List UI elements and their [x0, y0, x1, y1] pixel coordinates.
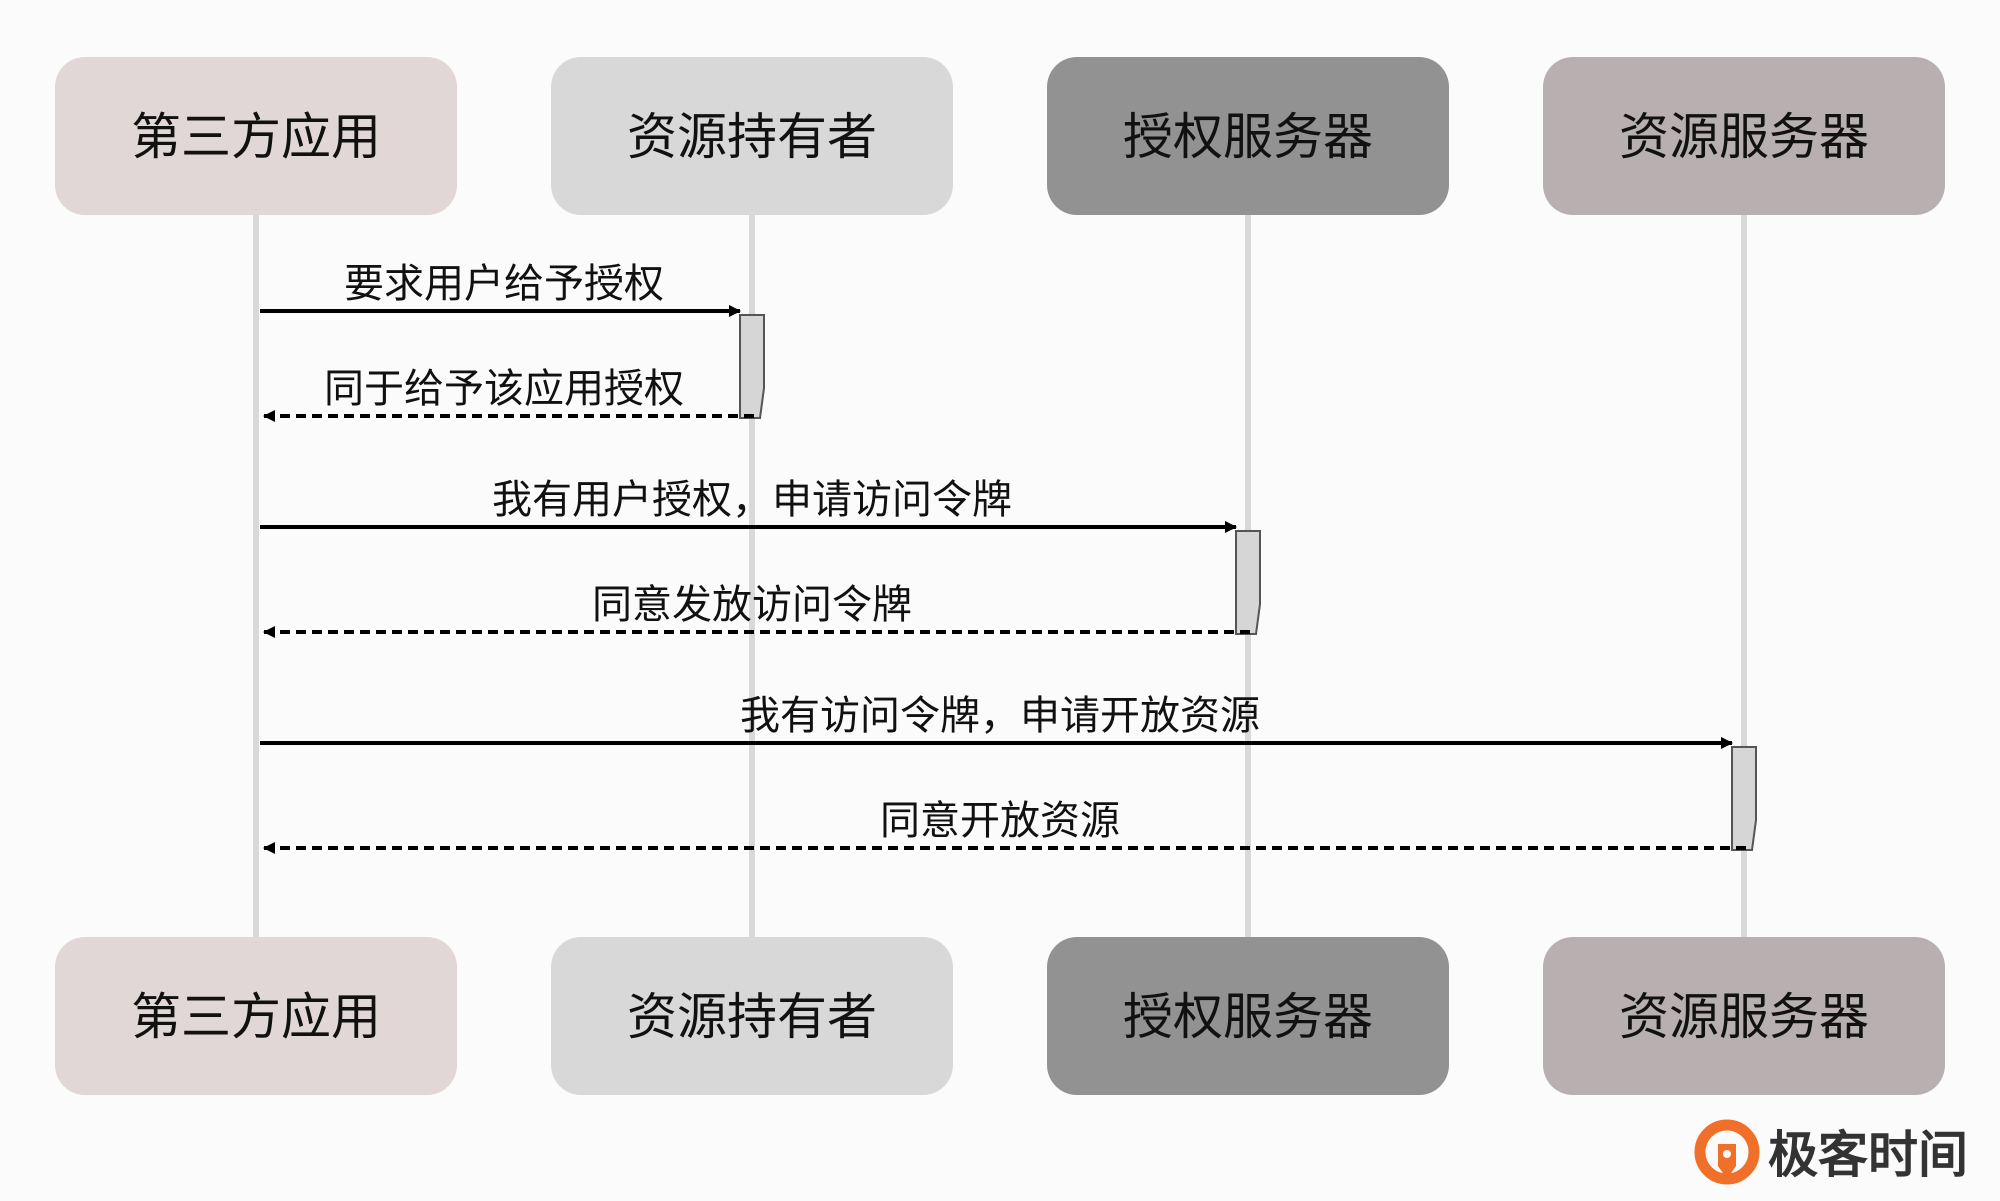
actor-box [551, 57, 953, 215]
actor-client-top: 第三方应用 [55, 57, 457, 215]
actor-owner-top: 资源持有者 [551, 57, 953, 215]
actor-label: 资源持有者 [627, 988, 877, 1046]
message-6: 同意开放资源 [263, 798, 1746, 854]
actor-label: 第三方应用 [131, 108, 381, 166]
message-4: 同意发放访问令牌 [263, 582, 1250, 638]
actor-label: 资源服务器 [1619, 988, 1869, 1046]
actors-bottom-row: 第三方应用 资源持有者 授权服务器 资源服务器 [55, 937, 1945, 1095]
message-label: 我有用户授权，申请访问令牌 [492, 477, 1012, 523]
message-3: 我有用户授权，申请访问令牌 [260, 477, 1237, 533]
brand-name: 极客时间 [1768, 1126, 1968, 1184]
actor-box [1047, 57, 1449, 215]
actor-box [1543, 57, 1945, 215]
actor-box [1047, 937, 1449, 1095]
actor-resource-bottom: 资源服务器 [1543, 937, 1945, 1095]
message-label: 要求用户给予授权 [344, 261, 664, 307]
message-2: 同于给予该应用授权 [263, 366, 754, 422]
actor-auth-bottom: 授权服务器 [1047, 937, 1449, 1095]
brand-watermark: 极客时间 [1694, 1119, 1968, 1185]
actor-label: 第三方应用 [131, 988, 381, 1046]
messages: 要求用户给予授权同于给予该应用授权我有用户授权，申请访问令牌同意发放访问令牌我有… [260, 261, 1746, 854]
actor-box [551, 937, 953, 1095]
actor-auth-top: 授权服务器 [1047, 57, 1449, 215]
actor-label: 资源持有者 [627, 108, 877, 166]
actor-box [55, 57, 457, 215]
message-label: 同意开放资源 [880, 798, 1120, 844]
activation-bars [739, 314, 1757, 851]
message-5: 我有访问令牌，申请开放资源 [260, 693, 1733, 749]
actor-box [1543, 937, 1945, 1095]
activation-bar-owner [739, 314, 765, 419]
message-label: 同于给予该应用授权 [324, 366, 684, 412]
actor-label: 授权服务器 [1123, 988, 1373, 1046]
actor-label: 授权服务器 [1123, 108, 1373, 166]
geektime-logo-icon [1694, 1119, 1760, 1185]
actor-label: 资源服务器 [1619, 108, 1869, 166]
message-label: 同意发放访问令牌 [592, 582, 912, 628]
message-1: 要求用户给予授权 [260, 261, 741, 317]
actor-box [55, 937, 457, 1095]
activation-bar-resource [1731, 746, 1757, 851]
actor-owner-bottom: 资源持有者 [551, 937, 953, 1095]
activation-bar-auth [1235, 530, 1261, 635]
actors-top-row: 第三方应用 资源持有者 授权服务器 资源服务器 [55, 57, 1945, 215]
message-label: 我有访问令牌，申请开放资源 [740, 693, 1260, 739]
actor-client-bottom: 第三方应用 [55, 937, 457, 1095]
actor-resource-top: 资源服务器 [1543, 57, 1945, 215]
